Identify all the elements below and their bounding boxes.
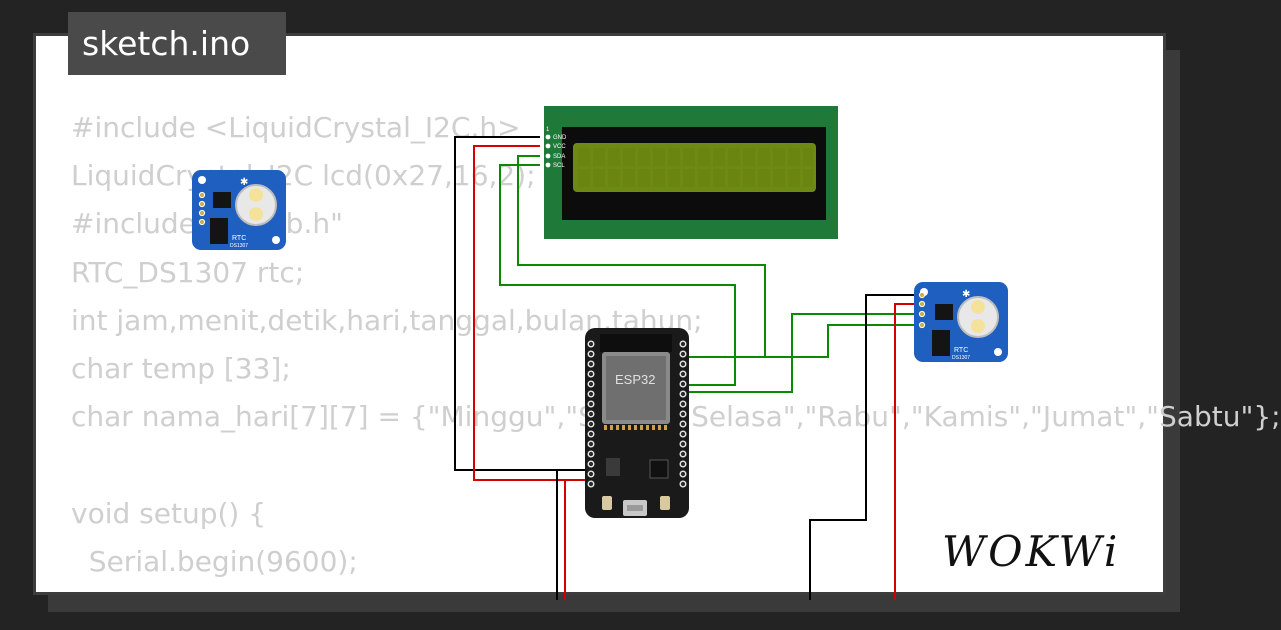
wire-vcc-lcd (473, 145, 585, 481)
rtc-module-left[interactable]: RTC DS1307 ✱ (192, 170, 286, 250)
rtc-left-sublabel: DS1307 (230, 243, 248, 249)
wokwi-logo: WOKWi (942, 527, 1120, 576)
wire-gnd-lcd (454, 136, 585, 471)
code-line: Serial.begin(9600); (71, 544, 358, 578)
wire-sda-rtc (688, 313, 915, 393)
wokwi-logo-text: WOKWi (942, 527, 1120, 576)
circuit-diagram: 1 GND VCC SDA SCL ESP32 (192, 106, 1008, 600)
rtc-left-label: RTC (232, 235, 246, 242)
code-line: #include <LiquidCrystal_I2C.h> (71, 111, 521, 144)
lcd-pin-scl: SCL (553, 163, 565, 169)
esp32-board[interactable]: ESP32 (585, 328, 689, 518)
file-tab[interactable]: sketch.ino (68, 12, 286, 75)
rtc-module-right[interactable]: RTC DS1307 ✱ (914, 282, 1008, 362)
star-icon: ✱ (240, 177, 248, 188)
wires (454, 136, 915, 600)
esp32-label: ESP32 (615, 372, 655, 387)
wire-scl-lcd (499, 164, 736, 386)
code-line: RTC_DS1307 rtc; (71, 255, 305, 289)
rtc-right-sublabel: DS1307 (952, 355, 970, 361)
lcd-pin-vcc: VCC (553, 144, 566, 150)
wire-vcc-rtc (894, 303, 915, 600)
rtc-right-label: RTC (954, 347, 968, 354)
wire-scl-rtc (700, 324, 915, 358)
code-line: char nama_hari[7][7] = {"Minggu","Senin"… (71, 400, 1281, 434)
lcd-display[interactable]: 1 GND VCC SDA SCL (544, 106, 838, 239)
code-line: void setup() { (71, 496, 267, 530)
star-icon: ✱ (962, 289, 970, 300)
code-line: char temp [33]; (71, 351, 291, 385)
wire-gnd-rtc (809, 294, 915, 600)
lcd-pin-index: 1 (546, 127, 550, 133)
lcd-pin-gnd: GND (553, 135, 567, 141)
lcd-pin-sda: SDA (553, 154, 565, 160)
